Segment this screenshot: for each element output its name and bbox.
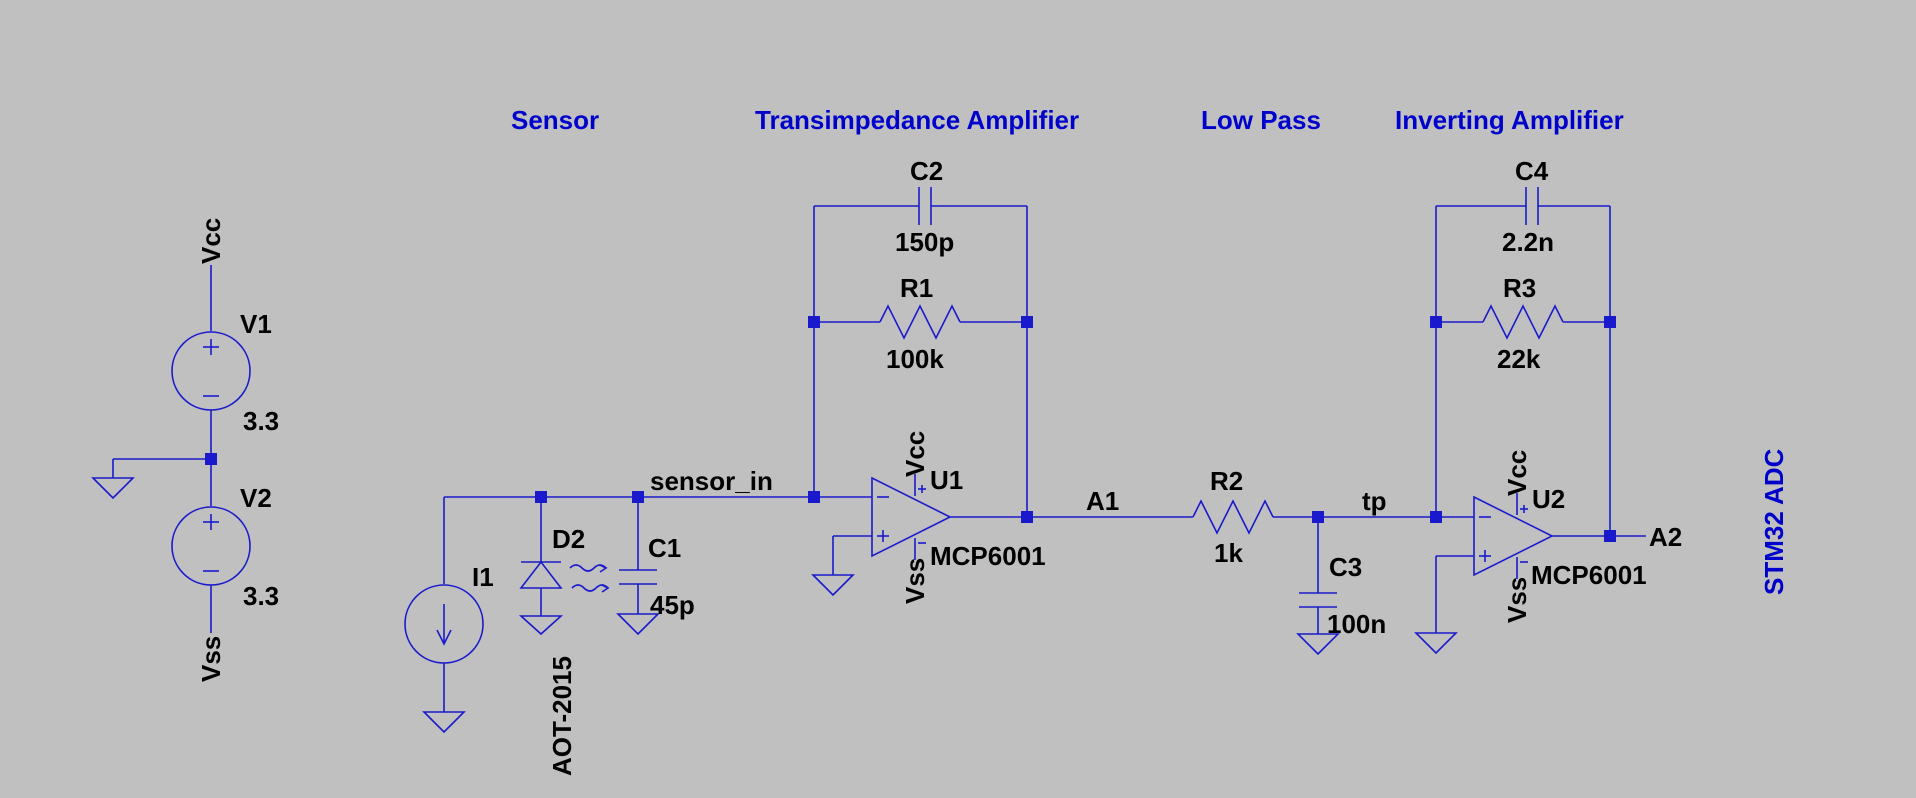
ground-symbol — [91, 477, 135, 500]
opamp-u2[interactable] — [1473, 493, 1554, 579]
resistor-r3[interactable] — [1482, 304, 1564, 340]
net-label-vcc: Vcc — [196, 218, 226, 264]
c3-name: C3 — [1329, 552, 1362, 582]
d2-name: D2 — [552, 524, 585, 554]
v1-name: V1 — [240, 309, 272, 339]
net-label-sensor-in: sensor_in — [650, 466, 773, 496]
ground-symbol — [1414, 632, 1458, 655]
r1-value: 100k — [886, 344, 944, 374]
ground-symbol — [1296, 633, 1340, 656]
r1-name: R1 — [900, 273, 933, 303]
current-source-i1[interactable] — [404, 584, 484, 664]
net-label-a2: A2 — [1649, 522, 1682, 552]
d2-model: AOT-2015 — [547, 656, 577, 776]
transimpedance-block: C2 150p R1 100k Vcc Vss U1 — [808, 156, 1193, 604]
c4-value: 2.2n — [1502, 227, 1554, 257]
r2-value: 1k — [1214, 538, 1243, 568]
junction-dot — [1021, 511, 1033, 523]
u1-vss-label: Vss — [900, 558, 930, 604]
u1-vcc-label: Vcc — [900, 431, 930, 477]
section-label-sensor: Sensor — [511, 105, 599, 135]
net-label-vss: Vss — [196, 636, 226, 682]
c1-value: 45p — [650, 590, 695, 620]
sensor-block: I1 D2 AOT-2015 C1 45p sensor_in — [404, 466, 814, 776]
photodiode-d2[interactable] — [518, 560, 610, 636]
u2-name: U2 — [1532, 484, 1565, 514]
r2-name: R2 — [1210, 466, 1243, 496]
junction-dot — [1021, 316, 1033, 328]
power-supply-block: Vcc V1 3.3 V2 3.3 Vss — [91, 218, 279, 682]
c3-value: 100n — [1327, 609, 1386, 639]
c2-value: 150p — [895, 227, 954, 257]
net-label-tp: tp — [1362, 486, 1387, 516]
net-label-a1: A1 — [1086, 486, 1119, 516]
capacitor-c3[interactable] — [1299, 592, 1337, 608]
junction-dot — [632, 491, 644, 503]
u2-vss-label: Vss — [1502, 577, 1532, 623]
section-label-transimpedance: Transimpedance Amplifier — [755, 105, 1079, 135]
inverting-block: C4 2.2n R3 22k Vcc Vss U2 MCP6001 — [1414, 156, 1682, 655]
u2-vcc-label: Vcc — [1502, 450, 1532, 496]
section-label-inverting: Inverting Amplifier — [1395, 105, 1624, 135]
junction-dot — [1430, 316, 1442, 328]
junction-dot — [1604, 316, 1616, 328]
ground-symbol — [422, 711, 466, 734]
junction-dot — [535, 491, 547, 503]
capacitor-c4[interactable] — [1525, 187, 1539, 225]
junction-dot — [1604, 530, 1616, 542]
c1-name: C1 — [648, 533, 681, 563]
capacitor-c2[interactable] — [918, 187, 932, 225]
v2-value: 3.3 — [243, 581, 279, 611]
capacitor-c1[interactable] — [619, 569, 657, 585]
r3-value: 22k — [1497, 344, 1541, 374]
u2-model: MCP6001 — [1531, 560, 1647, 590]
voltage-source-v2[interactable] — [171, 506, 251, 586]
r3-name: R3 — [1503, 273, 1536, 303]
u1-name: U1 — [930, 465, 963, 495]
junction-dot — [1312, 511, 1324, 523]
opamp-u1[interactable] — [871, 474, 952, 560]
junction-dot — [808, 316, 820, 328]
i1-name: I1 — [472, 562, 494, 592]
resistor-r1[interactable] — [879, 304, 961, 340]
junction-dot — [205, 453, 217, 465]
ground-symbol — [616, 613, 660, 636]
c4-name: C4 — [1515, 156, 1549, 186]
v1-value: 3.3 — [243, 406, 279, 436]
voltage-source-v1[interactable] — [171, 331, 251, 411]
v2-name: V2 — [240, 483, 272, 513]
u1-model: MCP6001 — [930, 541, 1046, 571]
section-label-adc: STM32 ADC — [1759, 448, 1789, 595]
resistor-r2[interactable] — [1192, 499, 1274, 535]
ground-symbol — [811, 574, 855, 597]
section-label-lowpass: Low Pass — [1201, 105, 1321, 135]
lowpass-block: R2 1k C3 100n tp — [1192, 466, 1436, 656]
c2-name: C2 — [910, 156, 943, 186]
